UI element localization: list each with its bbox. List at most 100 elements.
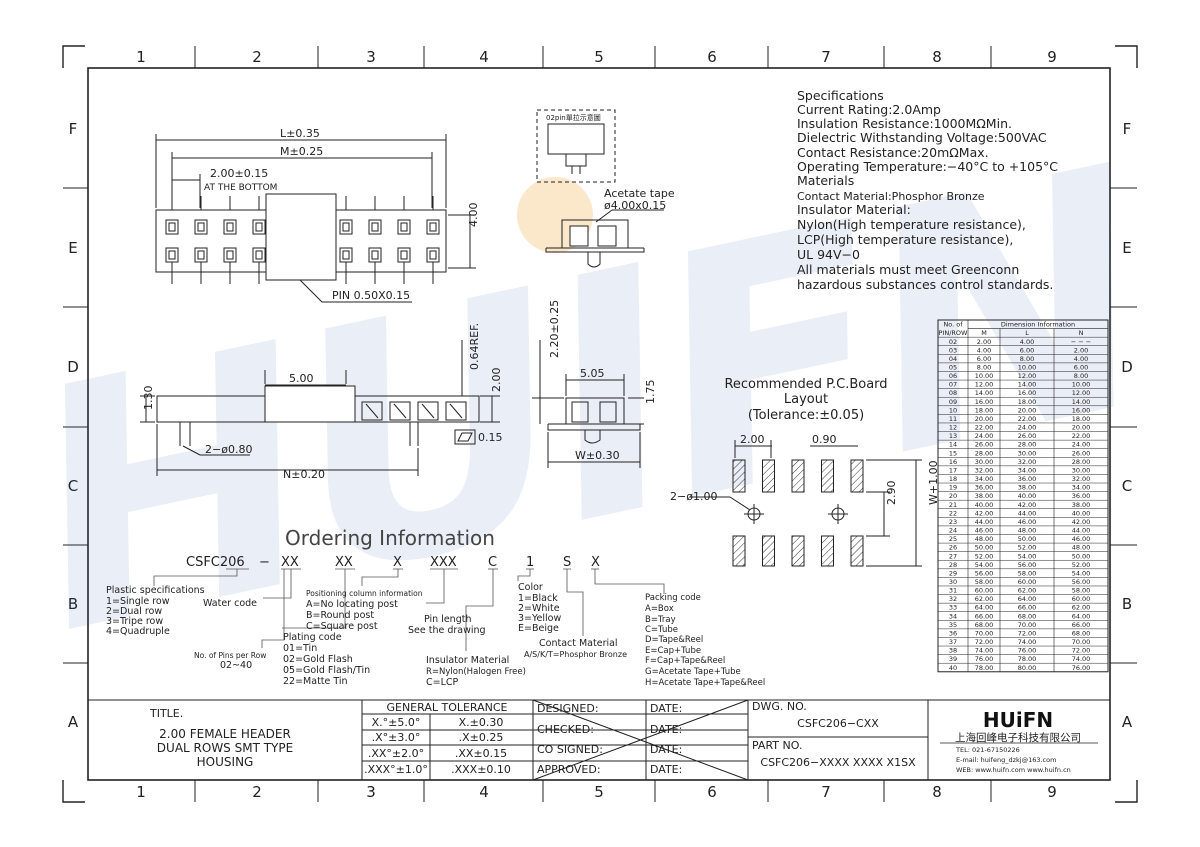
spec-line-2: Insulation Resistance:1000MΩMin. — [797, 116, 1012, 131]
dim-table-cell: 36.00 — [1018, 475, 1037, 483]
dim-table-cell: 20.00 — [1018, 406, 1037, 414]
dim-l: L±0.35 — [280, 127, 320, 140]
ordering-leaders — [153, 568, 665, 651]
spec-line-5: Operating Temperature:−40°C to +105°C — [797, 159, 1058, 174]
contact-cell — [426, 219, 440, 235]
zone-col-4-bottom: 4 — [479, 783, 489, 801]
code-pins: XX — [335, 555, 353, 570]
zone-col-1-bottom: 1 — [136, 783, 146, 801]
dim-table-cell: 62.00 — [1072, 604, 1091, 612]
top-view-labels: L±0.35 M±0.25 2.00±0.15 AT THE BOTTOM 4.… — [204, 127, 480, 302]
insulator-2: C=LCP — [426, 677, 459, 688]
title-block-text: TITLE. 2.00 FEMALE HEADER DUAL ROWS SMT … — [149, 700, 1081, 776]
tol-0-a: X.°±5.0° — [372, 716, 421, 729]
dim-table-cell: 38.00 — [975, 492, 994, 500]
dim-table-cell: − − − — [1071, 338, 1091, 346]
title-line-1: DUAL ROWS SMT TYPE — [157, 741, 293, 755]
dim-table-cell: 38.00 — [1072, 501, 1091, 509]
sign-checked: CHECKED: — [537, 723, 594, 736]
dim-table-cell: 24 — [949, 527, 957, 535]
dim-table-cell: 72.00 — [1018, 629, 1037, 637]
zone-col-5-bottom: 5 — [594, 783, 604, 801]
detail-title: 02pin單拉示意圖 — [546, 113, 601, 122]
side-slot-hatch — [449, 403, 463, 419]
dim-table-cell: 70.00 — [1072, 638, 1091, 646]
contact-cell — [194, 219, 208, 235]
pcb-pad-top — [850, 459, 864, 493]
dim-table-cell: 32 — [949, 595, 957, 603]
dim-table-header-top-0: No. of — [943, 321, 963, 329]
dim-table-cell: 12.00 — [975, 381, 994, 389]
pcb-290: 2.90 — [885, 481, 898, 506]
dim-table-cell: 16.00 — [1018, 389, 1037, 397]
contact-inner — [342, 250, 350, 260]
zone-labels-bottom: 1 2 3 4 5 6 7 8 9 — [136, 783, 1057, 801]
dim-table-cell: 30 — [949, 578, 957, 586]
detail-frame — [536, 109, 616, 183]
packing-1: A=Box — [645, 604, 674, 614]
dim-table-cell: 32.00 — [1072, 475, 1091, 483]
dim-table-cell: 14 — [949, 441, 957, 449]
dim-table-cell: 29 — [949, 569, 957, 577]
detail-body — [547, 123, 605, 155]
dim-table-cell: 36.00 — [1072, 492, 1091, 500]
dim-table-cell: 28.00 — [1018, 441, 1037, 449]
plating-3: 05=Gold Flash/Tin — [283, 665, 370, 676]
dim-table-cell: 22.00 — [1072, 432, 1091, 440]
dim-table-cell: 74.00 — [1072, 655, 1091, 663]
top-view-cap — [265, 193, 337, 281]
dim-table-cell: 24.00 — [1072, 441, 1091, 449]
dim-table-cell: 30.00 — [975, 458, 994, 466]
dim-table-cell: 50.00 — [1018, 535, 1037, 543]
dim-table-cell: 22.00 — [1018, 415, 1037, 423]
dim-table-cell: 2.00 — [977, 338, 991, 346]
dim-table-cell: 52.00 — [1072, 561, 1091, 569]
dim-hole: 2−ø0.80 — [205, 443, 252, 456]
dim-table-cell: 37 — [949, 638, 957, 646]
packing-8: H=Acetate Tape+Tape&Reel — [645, 678, 765, 688]
contact-cell — [252, 247, 266, 263]
code-contact: S — [563, 555, 571, 570]
dim-table-cell: 70.00 — [1018, 621, 1037, 629]
spec-line-4: Contact Resistance:20mΩMax. — [797, 145, 989, 160]
dim-table-cell: 56.00 — [1072, 578, 1091, 586]
contact-inner — [342, 222, 350, 232]
tol-2-b: .XX±0.15 — [455, 747, 507, 760]
dim-table-cell: 72.00 — [1072, 647, 1091, 655]
zone-row-a: A — [68, 713, 79, 731]
contact-inner — [371, 222, 379, 232]
dim-table-cell: 60.00 — [1018, 578, 1037, 586]
dim-table-header-1: M — [981, 329, 987, 337]
tol-2-a: .XX°±2.0° — [368, 747, 424, 760]
dim-flat: 0.15 — [478, 431, 503, 444]
watermark-text: HUIFN — [0, 97, 1180, 707]
dim-table-cell: 2.00 — [1074, 346, 1088, 354]
dim-table-cell: 10.00 — [1072, 381, 1091, 389]
contact-cell — [194, 247, 208, 263]
color-4: E=Beige — [518, 623, 559, 634]
top-view — [155, 134, 476, 303]
dim-table-cell: 40.00 — [1072, 509, 1091, 517]
dim-table-cell: 64.00 — [1018, 595, 1037, 603]
zone-row-c: C — [68, 477, 78, 495]
dim-table-cell: 27 — [949, 552, 957, 560]
tol-3-a: .XXX°±1.0° — [364, 763, 428, 776]
dim-table-header-3: N — [1079, 329, 1084, 337]
dim-175: 1.75 — [644, 380, 657, 405]
dim-table-cell: 14.00 — [1072, 398, 1091, 406]
dim-table-cell: 58.00 — [975, 578, 994, 586]
dim-table-cell: 52.00 — [1018, 544, 1037, 552]
company-email: E-mail: huifeng_dzkj@163.com — [956, 756, 1056, 764]
dim-table-cell: 10 — [949, 406, 957, 414]
positioning-0: Positioning column information — [306, 589, 423, 598]
dim-table-cell: 72.00 — [975, 638, 994, 646]
zone-row-d-right: D — [1121, 358, 1133, 376]
tol-0-b: X.±0.30 — [459, 716, 504, 729]
code-color: 1 — [526, 555, 534, 570]
code-insulator: C — [488, 555, 497, 570]
dim-table-cell: 8.00 — [1020, 355, 1034, 363]
dim-table-cell: 14.00 — [1018, 381, 1037, 389]
dim-table-cell: 54.00 — [1018, 552, 1037, 560]
dim-table-cell: 08 — [949, 389, 957, 397]
